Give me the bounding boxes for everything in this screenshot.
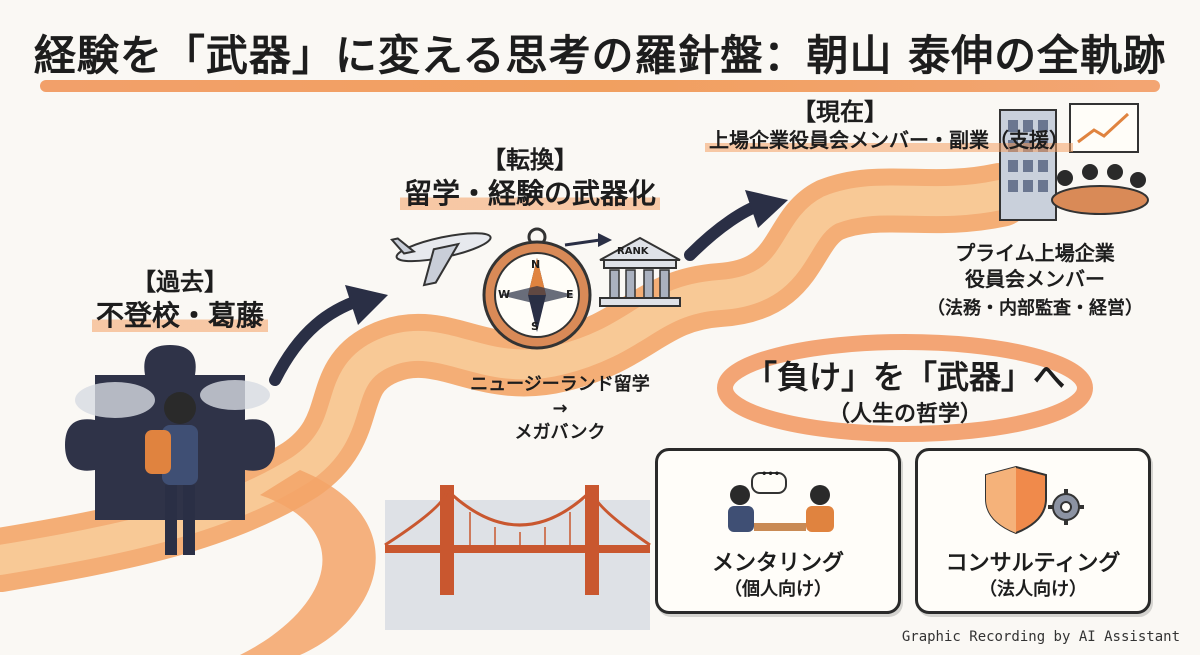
past-label: 不登校・葛藤 — [60, 294, 300, 334]
path-note-line2: メガバンク — [514, 422, 606, 443]
compass-icon — [482, 227, 592, 350]
credit: Graphic Recording by AI Assistant — [901, 629, 1180, 645]
present-label-text: 上場企業役員会メンバー・副業（支援） — [705, 128, 1073, 152]
present-label: 上場企業役員会メンバー・副業（支援） — [705, 124, 1073, 153]
bank-sign: RANK — [617, 246, 649, 257]
mentoring-card: ••• メンタリング （個人向け） — [655, 448, 901, 614]
title-underline — [40, 80, 1160, 92]
consulting-title: コンサルティング — [945, 551, 1121, 576]
present-tag: 【現在】 — [792, 98, 888, 126]
page-title: 経験を「武器」に変える思考の羅針盤：朝山 泰伸の全軌跡 — [33, 31, 1167, 80]
transition-tag: 【転換】 — [482, 146, 578, 174]
compass-s: S — [531, 320, 539, 333]
transition-label: 留学・経験の武器化 — [380, 172, 680, 212]
board-role-line2: 役員会メンバー — [965, 267, 1105, 291]
board-role-line1: プライム上場企業 — [955, 241, 1115, 265]
mentoring-title: メンタリング — [711, 551, 844, 576]
traveler-icon — [145, 392, 198, 555]
building-icon — [999, 109, 1057, 221]
mentoring-icon — [728, 472, 834, 532]
past-label-text: 不登校・葛藤 — [91, 299, 268, 332]
compass-e: E — [566, 288, 574, 301]
transition-label-text: 留学・経験の武器化 — [399, 177, 660, 210]
consulting-sub: （法人向け） — [979, 579, 1087, 600]
compass-n: N — [531, 258, 541, 271]
path-note-arrow: → — [552, 398, 568, 419]
airplane-icon — [390, 232, 492, 287]
meeting-icon — [1051, 164, 1149, 215]
path-note-line1: ニュージーランド留学 — [470, 374, 650, 395]
shield-icon — [985, 465, 1047, 535]
philosophy-sub: （人生の哲学） — [827, 402, 982, 427]
arrow-icon — [564, 233, 612, 247]
arrow-icon — [269, 285, 388, 386]
speech-dots: ••• — [761, 469, 781, 480]
compass-w: W — [498, 288, 511, 301]
consulting-card: コンサルティング （法人向け） — [915, 448, 1151, 614]
mentoring-sub: （個人向け） — [724, 579, 832, 600]
arrow-icon — [684, 190, 788, 261]
past-tag: 【過去】 — [132, 268, 228, 296]
growth-chart-icon — [1069, 103, 1139, 153]
board-role-line3: （法務・内部監査・経営） — [927, 298, 1143, 319]
gear-icon — [1048, 489, 1084, 525]
philosophy-main: 「負け」を「武器」へ — [744, 358, 1065, 396]
bank-icon — [599, 236, 681, 307]
bridge-icon — [384, 485, 651, 630]
